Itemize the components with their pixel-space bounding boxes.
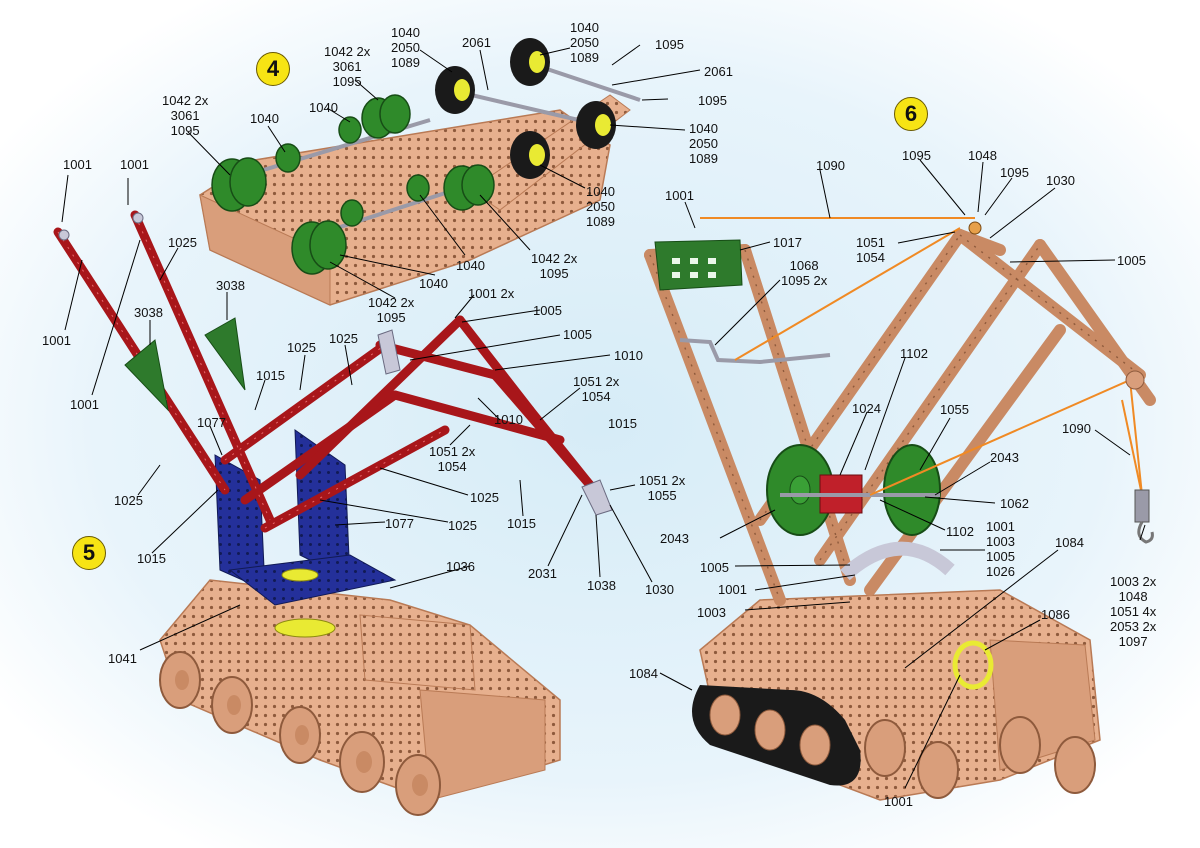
part-label: 1077 (385, 516, 414, 531)
part-label: 1015 (608, 416, 637, 431)
part-label: 2031 (528, 566, 557, 581)
part-label: 1062 (1000, 496, 1029, 511)
step-4-badge: 4 (256, 52, 290, 86)
part-label: 1102 (946, 524, 974, 539)
part-label: 2043 (990, 450, 1019, 465)
part-label: 1036 (446, 559, 475, 574)
part-label: 1040 (419, 276, 448, 291)
part-label: 3038 (216, 278, 245, 293)
part-label: 1025 (470, 490, 499, 505)
part-label: 1001 (665, 188, 694, 203)
part-label: 1025 (287, 340, 316, 355)
part-label: 1095 (655, 37, 684, 52)
part-label: 1086 (1041, 607, 1070, 622)
part-label: 1041 (108, 651, 137, 666)
part-label: 1077 (197, 415, 226, 430)
part-label: 1017 (773, 235, 802, 250)
part-label: 1038 (587, 578, 616, 593)
step-5-badge: 5 (72, 536, 106, 570)
part-label: 1040 (309, 100, 338, 115)
part-label: 1010 (614, 348, 643, 363)
part-label: 1084 (1055, 535, 1084, 550)
part-label: 1001 (42, 333, 71, 348)
part-label: 1024 (852, 401, 881, 416)
part-label: 1030 (645, 582, 674, 597)
part-label: 1095 (1000, 165, 1029, 180)
step5-crane-drawing (53, 210, 613, 816)
part-label: 1030 (1046, 173, 1075, 188)
part-label: 1095 (902, 148, 931, 163)
part-label: 1025 (168, 235, 197, 250)
part-label: 2061 (462, 35, 491, 50)
part-label: 1095 (698, 93, 727, 108)
part-label: 1005 (1117, 253, 1146, 268)
part-label: 1025 (329, 331, 358, 346)
part-label: 1025 (448, 518, 477, 533)
part-label: 1048 (968, 148, 997, 163)
part-label: 1001 (70, 397, 99, 412)
leader-lines (61, 44, 1146, 789)
part-label: 1015 (507, 516, 536, 531)
part-label: 1005 (563, 327, 592, 342)
part-label: 1001 2x (468, 286, 515, 301)
part-label: 1015 (137, 551, 166, 566)
part-label: 1084 (629, 666, 658, 681)
step4-chassis-drawing (199, 38, 641, 306)
part-label: 1040 (456, 258, 485, 273)
part-label: 2061 (704, 64, 733, 79)
part-label: 3038 (134, 305, 163, 320)
part-label: 1005 (533, 303, 562, 318)
part-label: 1090 (1062, 421, 1091, 436)
part-label: 1001 (120, 157, 149, 172)
part-label: 1010 (494, 412, 523, 427)
part-label: 1090 (816, 158, 845, 173)
part-label: 1102 (900, 346, 928, 361)
part-label: 1001 (718, 582, 747, 597)
part-label: 1025 (114, 493, 143, 508)
part-label: 1003 (697, 605, 726, 620)
part-label: 1015 (256, 368, 285, 383)
part-label: 1055 (940, 402, 969, 417)
part-label: 1040 (250, 111, 279, 126)
part-label: 1001 (884, 794, 913, 809)
part-label: 1005 (700, 560, 729, 575)
step-6-badge: 6 (894, 97, 928, 131)
part-label: 2043 (660, 531, 689, 546)
step6-crane-drawing (644, 217, 1156, 801)
part-label: 1001 (63, 157, 92, 172)
